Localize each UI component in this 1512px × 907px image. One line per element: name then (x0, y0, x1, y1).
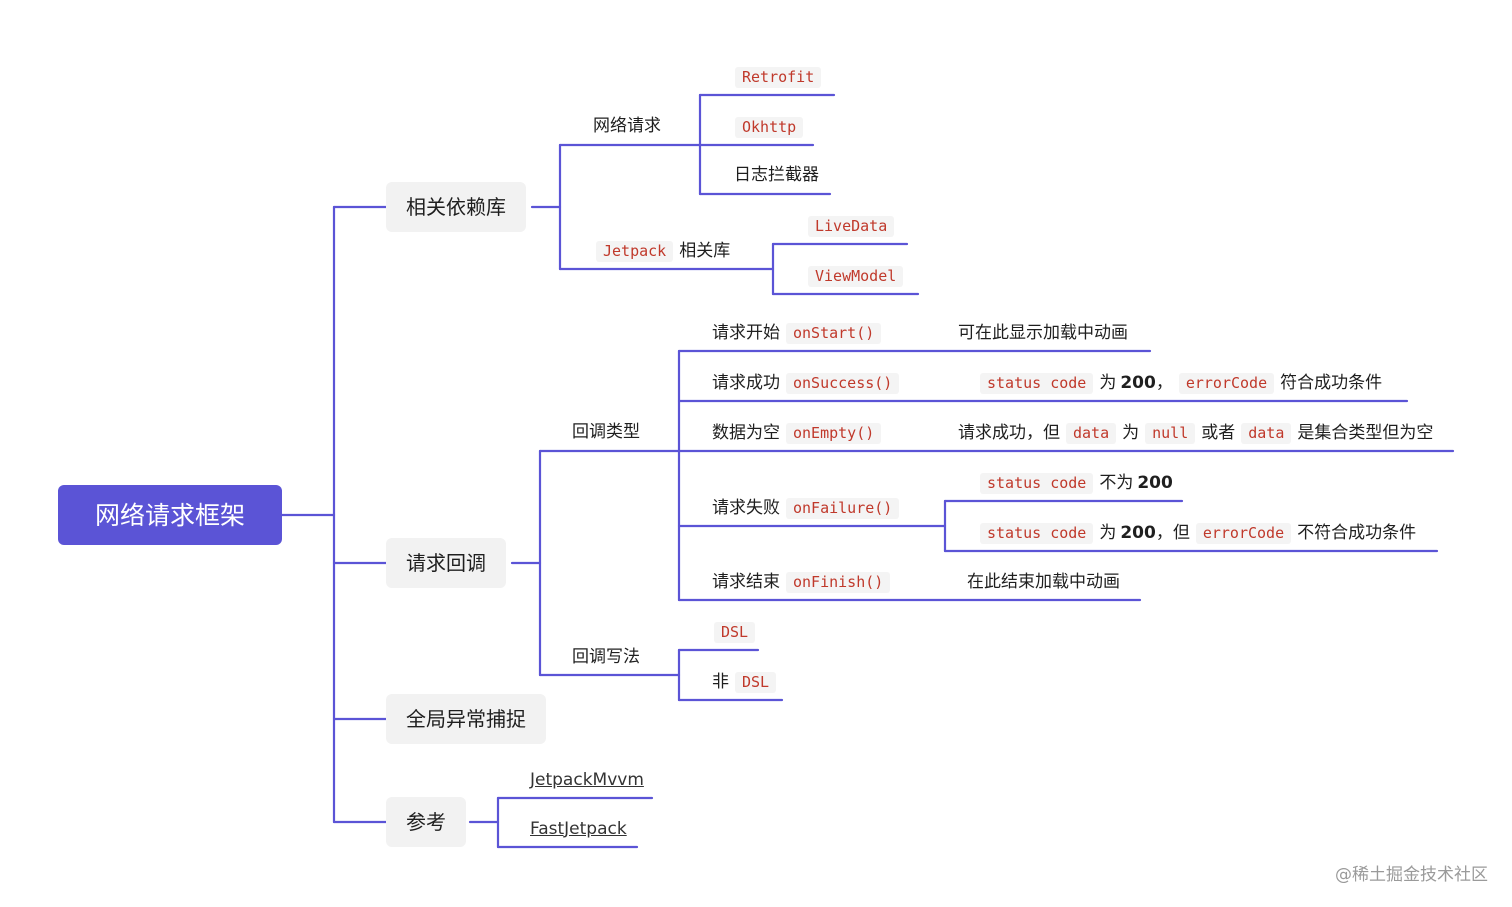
code-label: onFinish() (786, 571, 891, 593)
code-label: errorCode (1195, 522, 1292, 544)
node-on-empty[interactable]: 数据为空 onEmpty() (712, 419, 887, 447)
note-text: 或者 (1201, 422, 1236, 443)
node-global-exception[interactable]: 全局异常捕捉 (386, 694, 546, 744)
code-label: data (1066, 422, 1117, 444)
watermark: @稀土掘金技术社区 (1335, 865, 1488, 885)
note-on-success[interactable]: status code 为 200 ， errorCode 符合成功条件 (980, 369, 1382, 397)
code-label: onEmpty() (786, 422, 882, 444)
node-on-success[interactable]: 请求成功 onSuccess() (712, 369, 905, 397)
node-label: 数据为空 (712, 422, 780, 443)
node-refs[interactable]: 参考 (386, 797, 466, 847)
node-non-dsl[interactable]: 非 DSL (712, 668, 782, 696)
node-label: 日志拦截器 (734, 164, 819, 185)
node-on-start[interactable]: 请求开始 onStart() (712, 319, 887, 347)
code-label: null (1145, 422, 1196, 444)
note-failure-case1[interactable]: status code 不为 200 (980, 469, 1173, 497)
note-text: 符合成功条件 (1280, 372, 1383, 393)
note-text: 不符合成功条件 (1297, 522, 1417, 543)
code-label: Jetpack (596, 240, 674, 262)
note-text: 为 (1122, 422, 1140, 443)
node-label: 请求失败 (712, 497, 780, 518)
node-net-request[interactable]: 网络请求 (593, 112, 661, 140)
node-callback-types[interactable]: 回调类型 (572, 418, 640, 446)
node-label: 相关库 (679, 240, 731, 261)
node-deps[interactable]: 相关依赖库 (386, 182, 526, 232)
note-text: 是集合类型但为空 (1297, 422, 1434, 443)
code-label: status code (980, 372, 1094, 394)
node-on-failure[interactable]: 请求失败 onFailure() (712, 494, 905, 522)
node-label: 请求开始 (712, 322, 780, 343)
note-text: 在此结束加载中动画 (967, 571, 1120, 592)
link-jetpackmvvm[interactable]: JetpackMvvm (530, 769, 644, 790)
node-okhttp[interactable]: Okhttp (735, 113, 809, 141)
note-text: ，但 (1155, 522, 1190, 543)
code-label: onSuccess() (786, 372, 900, 394)
node-label: 非 (712, 671, 729, 692)
code-label: DSL (714, 621, 756, 643)
node-label: 请求结束 (712, 571, 780, 592)
note-text: 为 (1099, 372, 1117, 393)
note-text: 请求成功，但 (958, 422, 1060, 443)
note-number: 200 (1120, 372, 1156, 393)
root-node[interactable]: 网络请求框架 (58, 485, 282, 545)
code-label: status code (980, 472, 1094, 494)
node-callback[interactable]: 请求回调 (386, 538, 506, 588)
node-on-finish[interactable]: 请求结束 onFinish() (712, 568, 896, 596)
node-label: 请求成功 (712, 372, 780, 393)
node-label: 网络请求 (593, 115, 661, 136)
code-label: onStart() (786, 322, 882, 344)
note-on-finish[interactable]: 在此结束加载中动画 (967, 568, 1120, 596)
note-on-empty[interactable]: 请求成功，但 data 为 null 或者 data 是集合类型但为空 (958, 419, 1433, 447)
code-label: onFailure() (786, 497, 900, 519)
code-label: errorCode (1178, 372, 1275, 394)
code-label: DSL (735, 671, 777, 693)
note-number: 200 (1120, 522, 1156, 543)
note-on-start[interactable]: 可在此显示加载中动画 (958, 319, 1128, 347)
code-label: ViewModel (808, 265, 904, 287)
node-dsl[interactable]: DSL (714, 618, 761, 646)
node-viewmodel[interactable]: ViewModel (808, 262, 909, 290)
note-text: 为 (1099, 522, 1117, 543)
note-failure-case2[interactable]: status code 为 200 ，但 errorCode 不符合成功条件 (980, 519, 1416, 547)
link-fastjetpack[interactable]: FastJetpack (530, 818, 627, 839)
node-retrofit[interactable]: Retrofit (735, 63, 827, 91)
node-label: 回调写法 (572, 646, 640, 667)
code-label: Retrofit (735, 66, 822, 88)
code-label: Okhttp (735, 116, 804, 138)
code-label: data (1241, 422, 1292, 444)
node-label: 回调类型 (572, 421, 640, 442)
note-text: 可在此显示加载中动画 (958, 322, 1128, 343)
node-log-interceptor[interactable]: 日志拦截器 (734, 161, 819, 189)
note-text: ， (1155, 372, 1173, 393)
node-callback-style[interactable]: 回调写法 (572, 643, 640, 671)
node-livedata[interactable]: LiveData (808, 212, 900, 240)
code-label: status code (980, 522, 1094, 544)
code-label: LiveData (808, 215, 895, 237)
note-number: 200 (1137, 472, 1173, 493)
note-text: 不为 (1099, 472, 1134, 493)
